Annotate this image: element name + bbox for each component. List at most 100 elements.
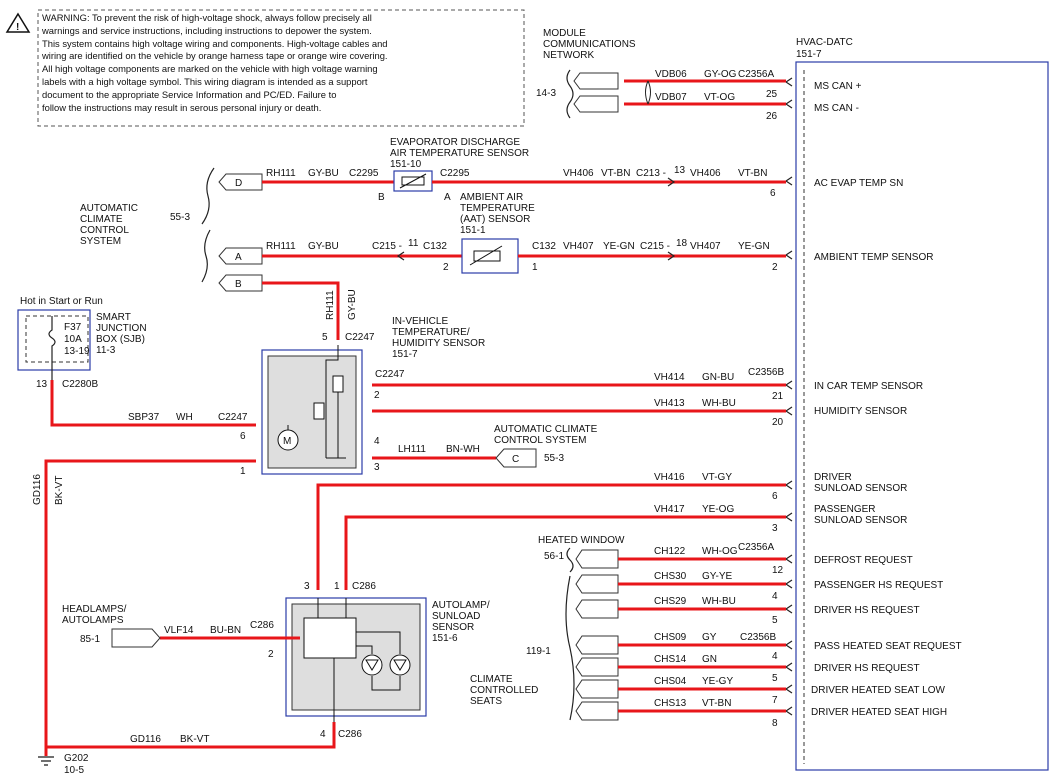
chs09-circuit: CHS09 xyxy=(654,632,687,643)
autolamp-pin-1: 1 xyxy=(334,581,340,592)
pin-21: 21 xyxy=(772,391,784,402)
aat-ref: 151-1 xyxy=(460,225,486,236)
pin-label-driver: DRIVER xyxy=(814,472,852,483)
evap-conn-left: C2295 xyxy=(349,168,379,179)
aat-pin-left: 2 xyxy=(443,262,449,273)
ground-color: BK-VT xyxy=(180,734,209,745)
acs2-ref: 55-3 xyxy=(544,453,564,464)
warning-line: wiring are identified on the vehicle by … xyxy=(42,50,388,62)
sjb-fref: 13-19 xyxy=(64,346,90,357)
wire-vh417 xyxy=(344,515,786,590)
ivt-pin-6: 6 xyxy=(240,431,246,442)
aat-right2-circuit: VH407 xyxy=(690,241,721,252)
inline-arrow-c215-r xyxy=(667,251,676,261)
aat-conn-left: C132 xyxy=(423,241,447,252)
vh417-color: YE-OG xyxy=(702,504,734,515)
warning-text: WARNING: To prevent the risk of high-vol… xyxy=(42,12,512,114)
autolamp-pin-2: 2 xyxy=(268,649,274,660)
wire-vh416 xyxy=(316,483,786,590)
ccs-ref: 119-1 xyxy=(526,646,551,657)
network-title-1: MODULE xyxy=(543,28,586,39)
autolamp-line-2: SUNLOAD xyxy=(432,611,480,622)
pin-2-ambient: 2 xyxy=(772,262,778,273)
chs13-color: VT-BN xyxy=(702,698,731,709)
hvac-module-box xyxy=(795,61,1049,771)
lh111-color: BN-WH xyxy=(446,444,480,455)
ccs-plug-1 xyxy=(575,574,619,594)
pin-3-pass: 3 xyxy=(772,523,778,534)
vh416-circuit: VH416 xyxy=(654,472,685,483)
aat-line-1: AMBIENT AIR xyxy=(460,192,523,203)
acs-line-1: AUTOMATIC xyxy=(80,203,138,214)
vertical-color: GY-BU xyxy=(347,289,358,320)
aat-line-2: TEMPERATURE xyxy=(460,203,535,214)
ivt-line-1: IN-VEHICLE xyxy=(392,316,448,327)
ccs-plug-3 xyxy=(575,635,619,655)
network-conn: C2356A xyxy=(738,69,774,80)
acs-bracket xyxy=(201,167,215,225)
acs-bracket-2 xyxy=(201,229,211,283)
inline-arrow-c213 xyxy=(667,177,676,187)
ccs-line-3: SEATS xyxy=(470,696,502,707)
evap-left-color: GY-BU xyxy=(308,168,339,179)
aat-inline-left: C215 - xyxy=(372,241,402,252)
network-title-3: NETWORK xyxy=(543,50,594,61)
sbp-circuit: SBP37 xyxy=(128,412,160,423)
pin-label-passenger: PASSENGER xyxy=(814,504,876,515)
vh414-circuit: VH414 xyxy=(654,372,685,383)
pin-label-driver-sunload: SUNLOAD SENSOR xyxy=(814,483,907,494)
plug-b-label: B xyxy=(235,279,242,290)
ivt-ref: 151-7 xyxy=(392,349,418,360)
ground-circuit: GD116 xyxy=(130,734,161,745)
chs04-circuit: CHS04 xyxy=(654,676,687,687)
ccs-plugs xyxy=(575,574,619,721)
sjb-line-2: JUNCTION xyxy=(96,323,147,334)
aat-right-color: YE-GN xyxy=(603,241,635,252)
module-ref: 151-7 xyxy=(796,49,822,60)
vlf14-circuit: VLF14 xyxy=(164,625,194,636)
ground-icon xyxy=(38,756,54,766)
sjb-fuse: F37 xyxy=(64,322,82,333)
acs-ref: 55-3 xyxy=(170,212,190,223)
evap-right2-color: VT-BN xyxy=(738,168,767,179)
ivt-line-2: TEMPERATURE/ xyxy=(392,327,470,338)
heated-window-ref: 56-1 xyxy=(544,551,564,562)
ccs-line-1: CLIMATE xyxy=(470,674,513,685)
ccs-bracket xyxy=(565,575,575,721)
autolamp-top-conn: C286 xyxy=(352,581,376,592)
vh413-color: WH-BU xyxy=(702,398,736,409)
autolamp-line-1: AUTOLAMP/ xyxy=(432,600,490,611)
evap-conn-right: C2295 xyxy=(440,168,470,179)
pin-25: 25 xyxy=(766,89,778,100)
module-pin-labels: MS CAN + MS CAN - AC EVAP TEMP SN AMBIEN… xyxy=(811,81,962,718)
wire-gd116-bottom xyxy=(46,722,336,749)
ground-vertical-color: BK-VT xyxy=(54,476,65,505)
acs2-line-2: CONTROL SYSTEM xyxy=(494,435,586,446)
acs-line-4: SYSTEM xyxy=(80,236,121,247)
plug-c-label: C xyxy=(512,454,519,465)
ivt-pin-2: 2 xyxy=(374,390,380,401)
autolamp-pin-3: 3 xyxy=(304,581,310,592)
motor-icon xyxy=(277,429,299,451)
evap-right-circuit: VH406 xyxy=(563,168,594,179)
sjb-line-3: BOX (SJB) xyxy=(96,334,145,345)
ccs-line-2: CONTROLLED xyxy=(470,685,538,696)
aat-pin-right: 1 xyxy=(532,262,538,273)
evap-right2-circuit: VH406 xyxy=(690,168,721,179)
wire-vdb06-circuit: VDB06 xyxy=(655,69,687,80)
vh416-color: VT-GY xyxy=(702,472,732,483)
pin-label-passenger-sunload: SUNLOAD SENSOR xyxy=(814,515,907,526)
ccs-plug-6 xyxy=(575,701,619,721)
vh414-conn: C2356B xyxy=(748,367,784,378)
pin-label-driver-seat-high: DRIVER HEATED SEAT HIGH xyxy=(811,707,947,718)
ch122-circuit: CH122 xyxy=(654,546,686,557)
headlamps-plug xyxy=(111,628,161,648)
pin-label-ms-can-minus: MS CAN - xyxy=(814,103,859,114)
pin-label-in-car: IN CAR TEMP SENSOR xyxy=(814,381,923,392)
evap-pin-a: A xyxy=(444,192,451,203)
plug-b: B xyxy=(218,274,263,292)
inline-arrow-c215-l xyxy=(396,251,405,261)
evap-inline: C213 - xyxy=(636,168,666,179)
evap-ref: 151-10 xyxy=(390,159,422,170)
